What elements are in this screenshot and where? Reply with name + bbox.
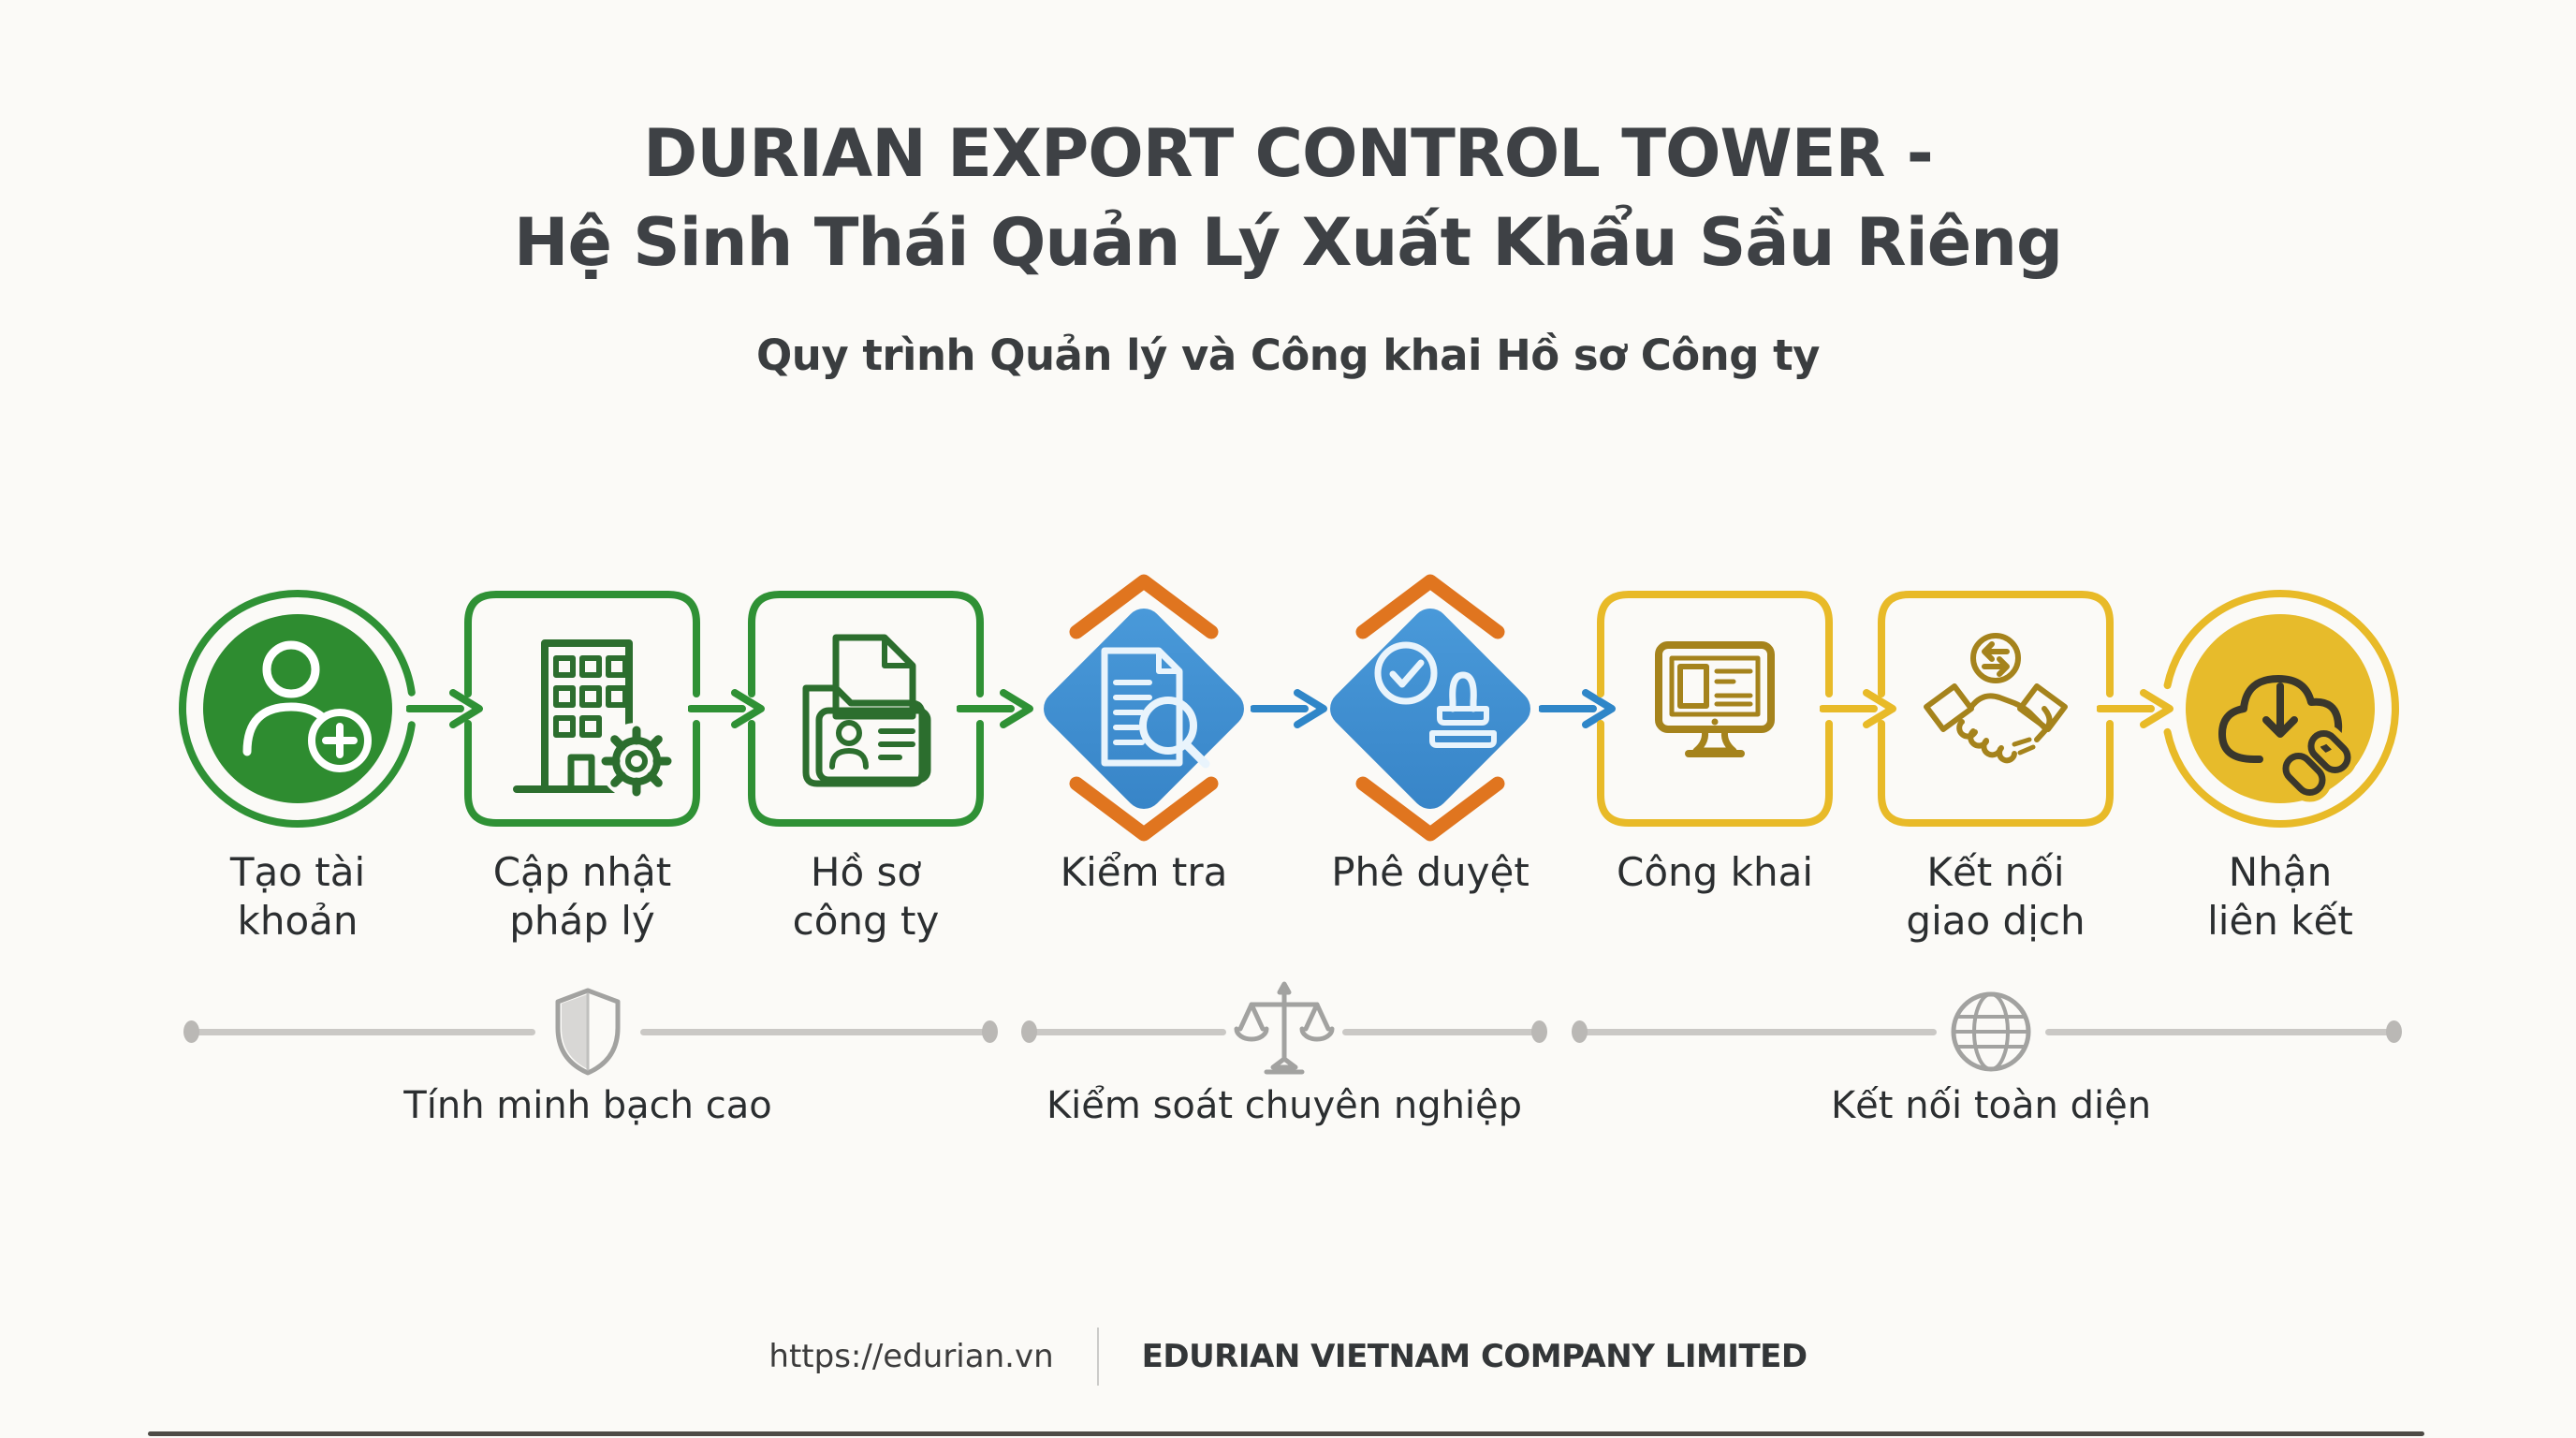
timeline-dot bbox=[982, 1020, 998, 1043]
step-6-shape bbox=[1597, 591, 1833, 827]
flow-arrow-5 bbox=[1539, 689, 1616, 728]
building-gear-icon bbox=[513, 639, 675, 800]
globe-icon bbox=[1951, 991, 2031, 1072]
monitor-icon bbox=[1655, 641, 1775, 757]
step-7-label: Kết nối giao dịch bbox=[1906, 849, 2086, 944]
page-subtitle: Quy trình Quản lý và Công khai Hồ sơ Côn… bbox=[756, 330, 1820, 380]
footer-url: https://edurian.vn bbox=[768, 1338, 1054, 1375]
timeline-segment bbox=[1580, 1029, 1937, 1035]
flow-arrow-1 bbox=[406, 689, 483, 728]
shield-icon bbox=[555, 988, 621, 1076]
timeline-segment bbox=[1342, 1029, 1540, 1035]
timeline-segment bbox=[2045, 1029, 2394, 1035]
bottom-edge-bar bbox=[148, 1431, 2424, 1436]
step-2-shape bbox=[464, 591, 700, 827]
user-add-icon bbox=[242, 640, 372, 772]
step-8-label: Nhận liên kết bbox=[2207, 849, 2353, 944]
step-8-shape bbox=[2161, 590, 2399, 828]
timeline-dot bbox=[183, 1020, 199, 1043]
flow-arrow-6 bbox=[1820, 689, 1896, 728]
timeline-segment bbox=[640, 1029, 990, 1035]
timeline-dot bbox=[2386, 1020, 2402, 1043]
step-5-shape bbox=[1330, 574, 1530, 842]
company-profile-icon bbox=[802, 634, 931, 787]
flow-arrow-7 bbox=[2097, 689, 2174, 728]
step-2-label: Cập nhật pháp lý bbox=[492, 849, 672, 944]
page-title-line1: DURIAN EXPORT CONTROL TOWER - bbox=[643, 115, 1934, 192]
document-search-icon bbox=[1101, 647, 1210, 769]
approval-stamp-icon bbox=[1374, 641, 1497, 748]
page-title-line2: Hệ Sinh Thái Quản Lý Xuất Khẩu Sầu Riêng bbox=[513, 204, 2063, 281]
scales-icon bbox=[1234, 981, 1335, 1075]
feature-label-connection: Kết nối toàn diện bbox=[1830, 1084, 2152, 1127]
footer-company: EDURIAN VIETNAM COMPANY LIMITED bbox=[1141, 1338, 1808, 1375]
timeline-segment bbox=[192, 1029, 535, 1035]
feature-label-control: Kiểm soát chuyên nghiệp bbox=[1046, 1084, 1523, 1127]
feature-label-transparency: Tính minh bạch cao bbox=[403, 1084, 772, 1127]
timeline-dot bbox=[1021, 1020, 1037, 1043]
step-6-label: Công khai bbox=[1617, 849, 1813, 895]
timeline-dot bbox=[1531, 1020, 1547, 1043]
timeline-segment bbox=[1030, 1029, 1226, 1035]
handshake-exchange-icon bbox=[1924, 633, 2068, 764]
step-7-shape bbox=[1878, 591, 2114, 827]
step-1-label: Tạo tài khoản bbox=[229, 849, 366, 944]
timeline-dot bbox=[1572, 1020, 1588, 1043]
step-4-label: Kiểm tra bbox=[1060, 849, 1228, 895]
flow-arrow-2 bbox=[688, 689, 765, 728]
flow-arrow-3 bbox=[957, 689, 1033, 728]
footer: https://edurian.vn EDURIAN VIETNAM COMPA… bbox=[0, 1328, 2576, 1386]
step-3-shape bbox=[748, 591, 984, 827]
step-5-label: Phê duyệt bbox=[1331, 849, 1530, 895]
flow-arrow-4 bbox=[1251, 689, 1327, 728]
step-4-shape bbox=[1044, 574, 1244, 842]
cloud-link-icon bbox=[2218, 675, 2358, 802]
footer-divider bbox=[1096, 1328, 1099, 1386]
step-1-shape bbox=[179, 590, 417, 828]
step-3-label: Hồ sơ công ty bbox=[792, 849, 940, 944]
